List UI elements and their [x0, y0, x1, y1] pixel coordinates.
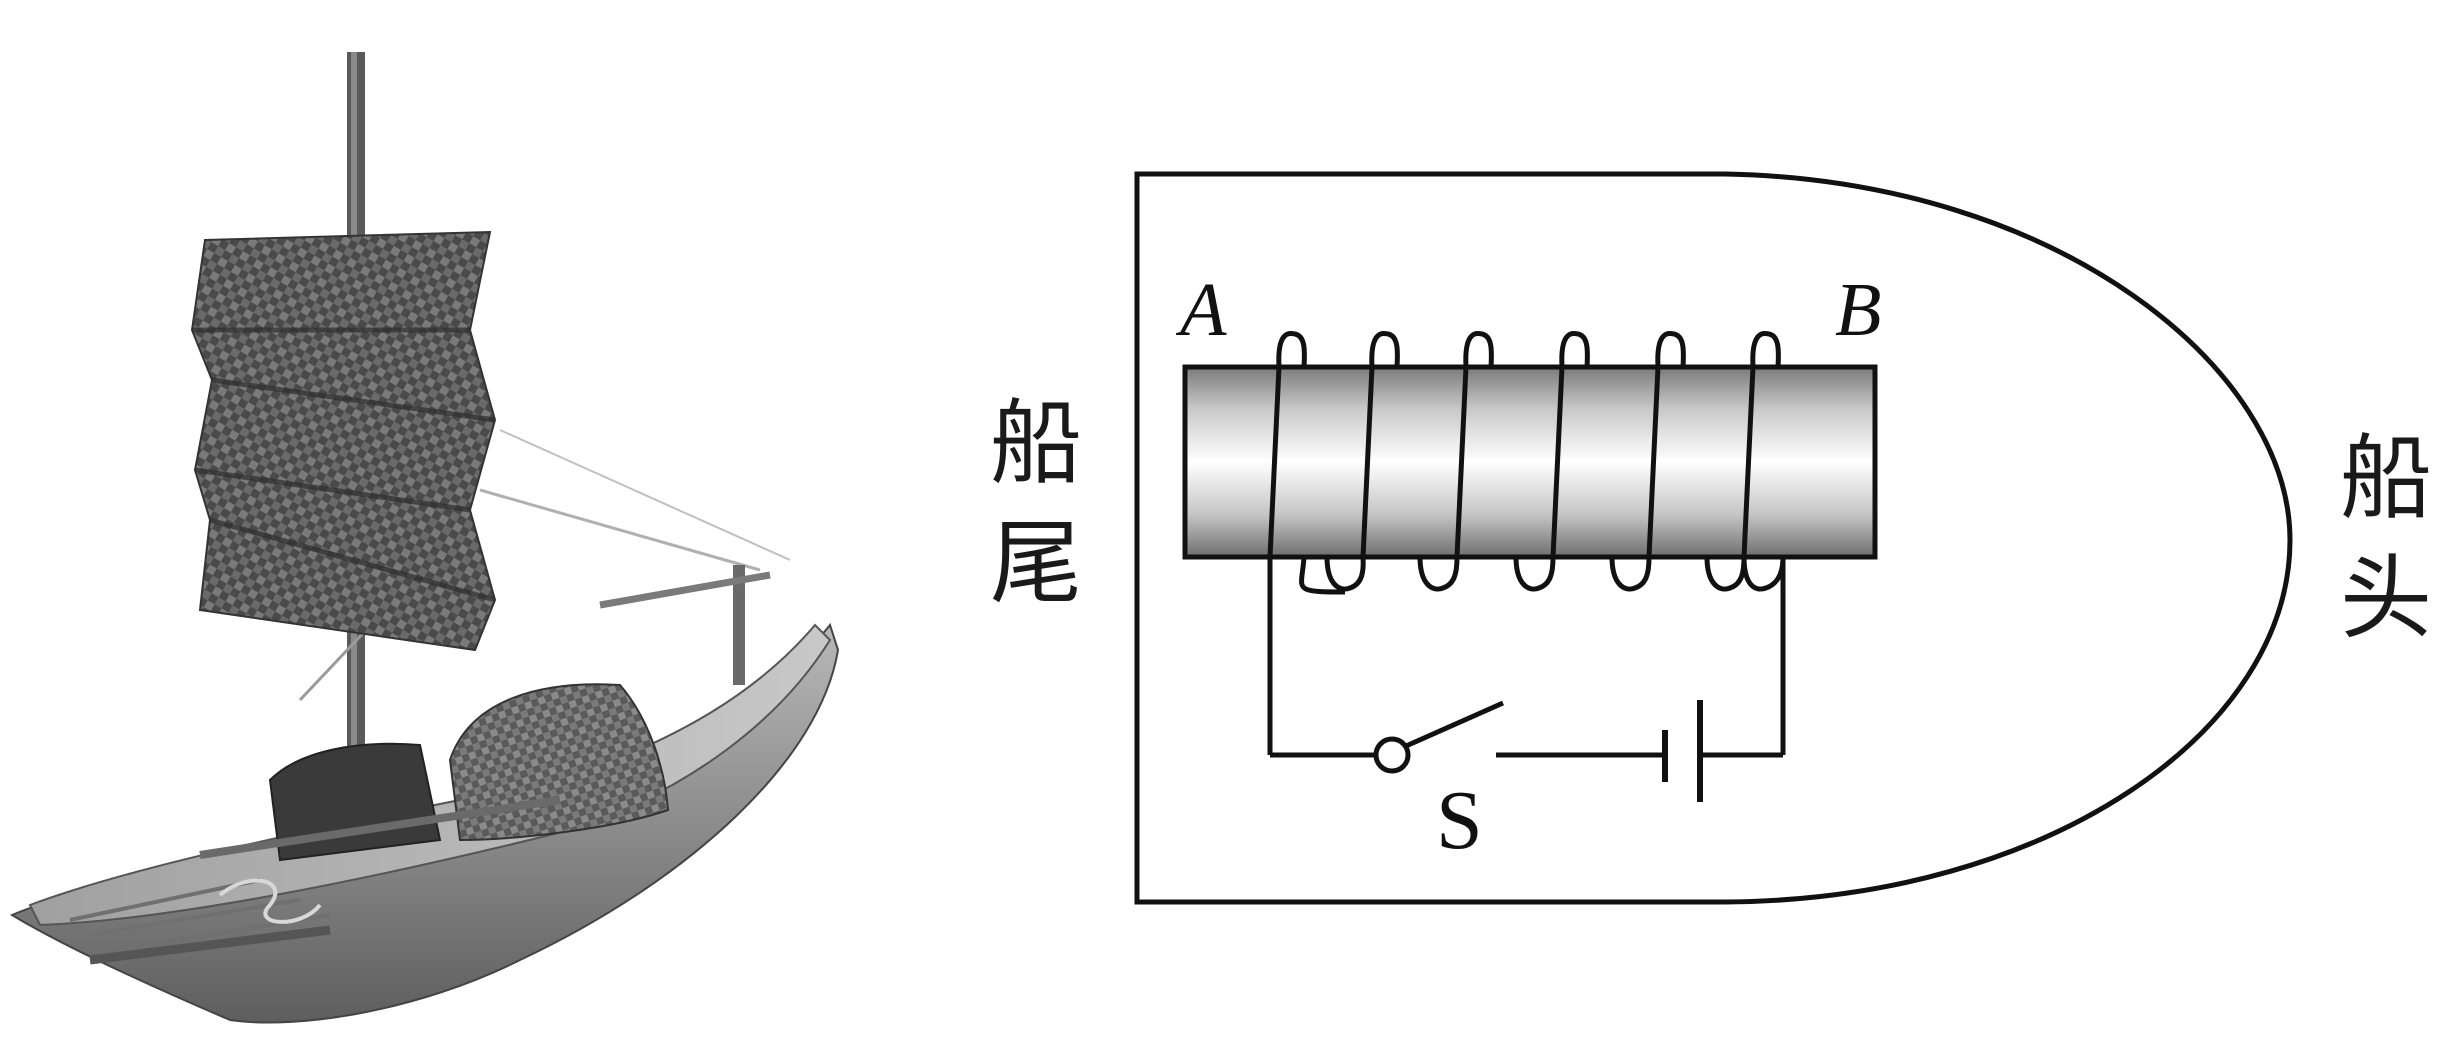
coil-back-loops — [1276, 331, 1781, 368]
coil-lower-loops — [1299, 556, 1747, 595]
label-stern-bottom: 尾 — [990, 510, 1082, 617]
boat-outline — [1134, 171, 2293, 905]
label-switch: S — [1436, 774, 1483, 867]
circuit-wires — [1267, 557, 1786, 758]
label-end-b: B — [1835, 268, 1881, 352]
iron-core-rod — [1182, 364, 1878, 560]
sailing-boat-model-icon — [9, 52, 840, 1024]
label-bow-bottom: 头 — [2340, 545, 2432, 652]
coil-front-windings — [1267, 366, 1756, 558]
label-bow-top: 船 — [2340, 425, 2432, 532]
label-end-a: A — [1175, 268, 1227, 352]
switch-s — [1373, 700, 1505, 774]
battery-cell — [1662, 700, 1703, 802]
label-stern-top: 船 — [990, 390, 1082, 497]
cabin-canopy-icon — [448, 683, 670, 842]
